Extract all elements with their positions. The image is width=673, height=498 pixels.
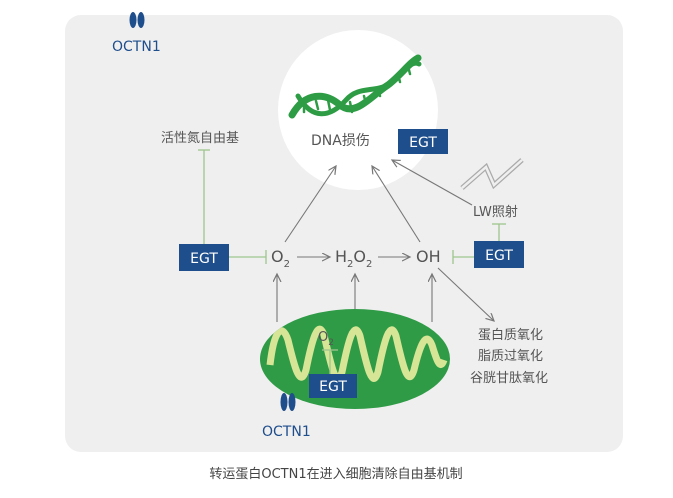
egt-right-label: EGT (485, 248, 513, 264)
active-nitrogen-label: 活性氮自由基 (161, 131, 239, 146)
figure-caption: 转运蛋白OCTN1在进入细胞清除自由基机制 (209, 466, 462, 482)
egt-left-label: EGT (190, 251, 218, 267)
octn1-bottom-label: OCTN1 (262, 424, 311, 440)
glutathione-oxidation-label: 谷胱甘肽氧化 (470, 371, 548, 386)
dna-damage-label: DNA损伤 (311, 133, 370, 149)
lw-radiation-label: LW照射 (473, 204, 518, 220)
octn1-top-label: OCTN1 (112, 39, 161, 55)
egt-dna-label: EGT (409, 135, 437, 151)
egt-mito-label: EGT (319, 379, 347, 395)
oh-node: OH (416, 247, 441, 266)
lipid-peroxidation-label: 脂质过氧化 (478, 349, 543, 364)
protein-oxidation-label: 蛋白质氧化 (478, 327, 543, 343)
